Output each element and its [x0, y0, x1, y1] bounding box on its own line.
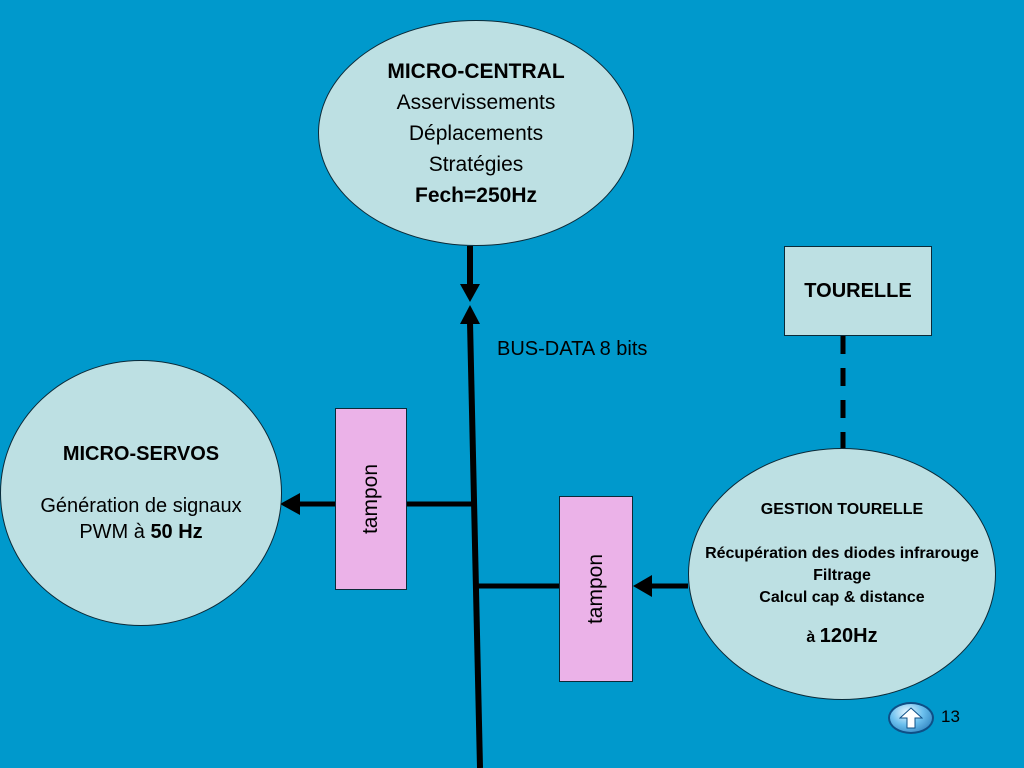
bus-line: [467, 321, 483, 768]
tourelle-box: TOURELLE: [784, 246, 932, 336]
micro-central-line-1: Asservissements: [396, 90, 556, 114]
gestion-tourelle-node: GESTION TOURELLE Récupération des diodes…: [688, 448, 996, 700]
micro-central-line-2: Déplacements: [408, 121, 544, 145]
micro-central-freq: Fech=250Hz: [415, 183, 537, 207]
tampon-right-arrow: [633, 575, 652, 597]
gestion-tourelle-freq: à 120Hz: [806, 625, 877, 649]
tampon-right-label: tampon: [584, 553, 607, 625]
micro-servos-title: MICRO-SERVOS: [62, 443, 220, 465]
gestion-tourelle-line-1: Récupération des diodes infrarouge: [705, 545, 979, 562]
tampon-left-box: tampon: [335, 408, 407, 590]
tourelle-label: TOURELLE: [804, 279, 912, 302]
gestion-tourelle-line-3: Calcul cap & distance: [759, 589, 925, 606]
micro-central-line-3: Stratégies: [428, 152, 524, 176]
micro-servos-line-2-prefix: PWM à: [79, 521, 151, 543]
home-button[interactable]: [888, 702, 934, 734]
micro-servos-line-1: Génération de signaux: [40, 495, 242, 517]
micro-central-title: MICRO-CENTRAL: [387, 59, 565, 83]
tampon-right-box: tampon: [559, 496, 633, 682]
page-number: 13: [941, 707, 960, 726]
gestion-tourelle-title: GESTION TOURELLE: [760, 501, 924, 518]
bus-arrow-up: [460, 305, 480, 324]
micro-central-node: MICRO-CENTRAL Asservissements Déplacemen…: [318, 20, 634, 246]
gestion-tourelle-line-2: Filtrage: [813, 567, 871, 584]
gestion-tourelle-freq-prefix: à: [806, 629, 820, 646]
micro-servos-node: MICRO-SERVOS Génération de signaux PWM à…: [0, 360, 282, 626]
servos-arrow: [280, 493, 300, 515]
up-arrow-icon: [899, 707, 923, 729]
bus-arrow-down: [460, 284, 480, 302]
gestion-tourelle-freq-value: 120Hz: [819, 625, 878, 647]
tampon-left-label: tampon: [359, 463, 382, 535]
micro-servos-freq: 50 Hz: [150, 521, 203, 543]
micro-servos-line-2: PWM à 50 Hz: [79, 519, 202, 545]
bus-label: BUS-DATA 8 bits: [497, 338, 648, 360]
